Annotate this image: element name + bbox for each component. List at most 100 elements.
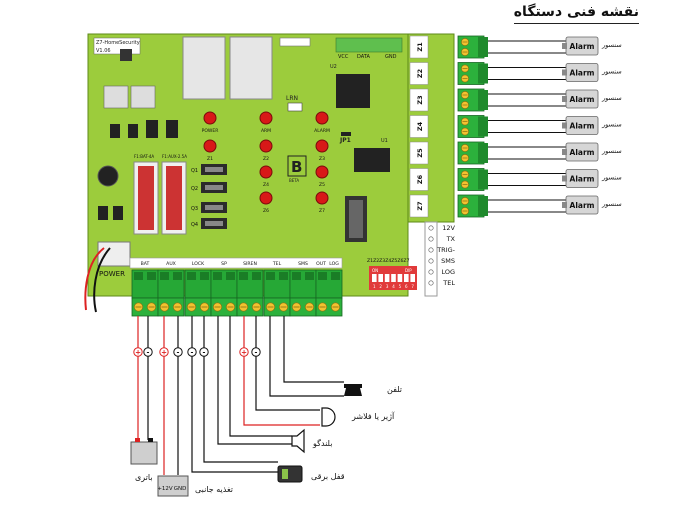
header-vcc: VCC [338, 54, 349, 60]
zone-label-2: Z3 [416, 95, 424, 104]
sensor-terminal [562, 202, 567, 208]
polarity-sign-6: + [241, 349, 247, 357]
sensor-terminal [562, 96, 567, 102]
side-terminal-label-4: LOG [441, 268, 455, 276]
dip-on: ON [372, 268, 378, 273]
polarity-marker-1 [143, 347, 153, 357]
psu-terminal-positive: +12V [157, 486, 173, 492]
diode-block-1 [103, 85, 129, 109]
led-1 [259, 111, 273, 125]
sensor-label-5: سنسور [601, 174, 622, 182]
sensor-terminal [562, 149, 567, 155]
polarity-marker-5 [199, 347, 209, 357]
terminal-slot [305, 272, 314, 280]
led-4 [259, 139, 273, 153]
led-3 [203, 139, 217, 153]
sensor-terminal [562, 43, 567, 49]
dip-number-3: 3 [386, 284, 389, 289]
dip-zone-label: Z1Z2Z3Z4Z5Z6Z7 [367, 258, 410, 264]
sensor-terminal [562, 122, 567, 129]
power-connector-label: POWER [99, 270, 125, 278]
speaker-wire-a [217, 316, 292, 445]
dip-key-5 [397, 274, 403, 282]
psu-symbol [157, 475, 189, 497]
resistor-1 [110, 124, 120, 138]
zone-terminal-side [478, 37, 488, 57]
led-8 [259, 191, 273, 205]
terminal-slot [318, 272, 327, 280]
terminal-slot [226, 272, 235, 280]
sensor-badge-2: Alarm [570, 95, 595, 104]
lrn-button [287, 102, 303, 112]
zone-terminal-side [478, 196, 488, 216]
capacitor [97, 165, 119, 187]
polarity-marker-6 [239, 347, 249, 357]
polarity-sign-7: - [255, 349, 258, 357]
speaker-wire-b [229, 316, 292, 437]
zone-label-box-3 [409, 115, 429, 138]
zone-label-box-0 [409, 35, 429, 59]
q-label-3: Q4 [191, 222, 198, 228]
polarity-marker-2 [159, 347, 169, 357]
zone-label-6: Z7 [416, 201, 424, 210]
logo-letter: B [291, 158, 302, 176]
zone-terminal-side [478, 63, 488, 84]
led-label-1: ARM [261, 128, 271, 134]
side-terminal-screw-5 [428, 280, 434, 286]
sensor-label-0: سنسور [601, 41, 622, 49]
side-terminal-screw-1 [428, 236, 434, 242]
battery-symbol [130, 441, 158, 465]
zone-label-box-2 [409, 88, 429, 112]
lrn-label: LRN [286, 95, 298, 102]
zone-label-1: Z2 [416, 69, 424, 78]
zone-terminal-side [478, 90, 488, 110]
led-2 [315, 111, 329, 125]
transistor-tab [205, 185, 223, 190]
polarity-sign-0: + [135, 349, 141, 357]
dip-number-2: 2 [379, 284, 382, 289]
transistor-tab [205, 221, 223, 226]
fuse-aux-label: F1:AUX-2.5A [162, 154, 187, 159]
terminal-label-siren: SIREN [243, 261, 257, 267]
polarity-marker-0 [133, 347, 143, 357]
side-terminal-label-3: SMS [441, 257, 455, 265]
version-label: V1.06 [96, 48, 111, 54]
terminal-slot [331, 272, 340, 280]
fuse-bat-core [138, 166, 154, 230]
terminal-label-sp: SP [221, 261, 227, 267]
siren-symbol [321, 407, 336, 427]
side-terminal-label-1: TX [446, 235, 456, 243]
sensor-badge-1: Alarm [570, 69, 595, 78]
speaker-label: بلندگو [312, 438, 332, 448]
transistor-tab [205, 205, 223, 210]
terminal-slot [213, 272, 222, 280]
chip-u2 [336, 74, 370, 108]
led-label-7: Z5 [319, 182, 325, 188]
u1-label: U1 [381, 138, 388, 144]
header-data: DATA [357, 54, 370, 60]
side-terminal-label-0: 12V [442, 224, 455, 232]
power-cable-black [93, 247, 111, 313]
terminal-slot [160, 272, 169, 280]
sensor-label-3: سنسور [601, 121, 622, 129]
idc-slot [349, 200, 363, 238]
power-connector [97, 241, 131, 267]
fuse-bat-label: F1:BAT-4A [134, 154, 154, 159]
sensor-label-2: سنسور [601, 94, 622, 102]
polarity-sign-4: - [191, 349, 194, 357]
top-header [279, 37, 311, 47]
sensor-badge-4: Alarm [570, 148, 595, 157]
terminal-slot [279, 272, 288, 280]
lock-indicator [282, 469, 288, 479]
lock-label: قفل برقی [311, 472, 345, 481]
polarity-sign-5: - [203, 349, 206, 357]
sensor-terminal [562, 69, 567, 76]
page-title: نقشه فنی دستگاه [513, 4, 639, 24]
side-terminal-screw-3 [428, 258, 434, 264]
terminal-slot [252, 272, 261, 280]
